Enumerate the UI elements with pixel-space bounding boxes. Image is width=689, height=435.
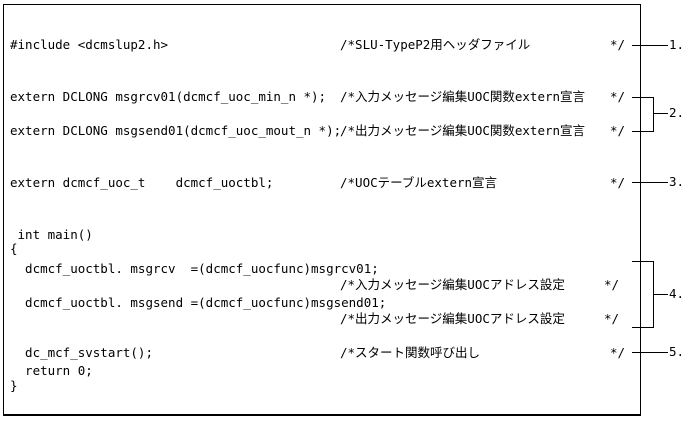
callout-line-5 bbox=[632, 352, 668, 353]
code-line-extern-msgsend: extern DCLONG msgsend01(dcmcf_uoc_mout_n… bbox=[10, 123, 342, 138]
comment-end-svstart: */ bbox=[610, 345, 626, 360]
code-line-close-brace: } bbox=[10, 378, 18, 393]
callout-line-2 bbox=[653, 113, 668, 114]
code-line-open-brace: { bbox=[10, 241, 18, 256]
comment-end-include: */ bbox=[610, 37, 626, 52]
comment-end-extern-msgsend: */ bbox=[610, 123, 626, 138]
code-line-main: int main() bbox=[10, 227, 93, 242]
code-line-set-msgsend: dcmcf_uoctbl. msgsend =(dcmcf_uocfunc)ms… bbox=[10, 295, 387, 310]
code-line-set-msgrcv: dcmcf_uoctbl. msgrcv =(dcmcf_uocfunc)msg… bbox=[10, 261, 379, 276]
callout-line-3 bbox=[632, 182, 668, 183]
comment-set-msgrcv: /*入力メッセージ編集UOCアドレス設定 bbox=[340, 277, 565, 292]
callout-label-1: 1. bbox=[669, 37, 685, 52]
comment-extern-uoctbl: /*UOCテーブルextern宣言 bbox=[340, 175, 498, 190]
comment-end-set-msgrcv: */ bbox=[604, 277, 620, 292]
callout-label-3: 3. bbox=[669, 174, 685, 189]
callout-line-1 bbox=[632, 45, 668, 46]
comment-set-msgsend: /*出力メッセージ編集UOCアドレス設定 bbox=[340, 311, 565, 326]
comment-svstart: /*スタート関数呼び出し bbox=[340, 345, 481, 360]
code-line-extern-msgrcv: extern DCLONG msgrcv01(dcmcf_uoc_min_n *… bbox=[10, 89, 327, 104]
code-line-include: #include <dcmslup2.h> bbox=[10, 37, 169, 52]
code-line-return: return 0; bbox=[10, 363, 93, 378]
code-line-extern-uoctbl: extern dcmcf_uoc_t dcmcf_uoctbl; bbox=[10, 175, 274, 190]
comment-extern-msgrcv: /*入力メッセージ編集UOC関数extern宣言 bbox=[340, 89, 586, 104]
callout-bracket-4-bottom bbox=[632, 327, 653, 328]
code-line-svstart: dc_mcf_svstart(); bbox=[10, 345, 153, 360]
comment-extern-msgsend: /*出力メッセージ編集UOC関数extern宣言 bbox=[340, 123, 586, 138]
callout-label-2: 2. bbox=[669, 105, 685, 120]
comment-include: /*SLU-TypeP2用ヘッダファイル bbox=[340, 37, 531, 52]
comment-end-extern-msgrcv: */ bbox=[610, 89, 626, 104]
callout-label-5: 5. bbox=[669, 344, 685, 359]
code-listing-box bbox=[3, 4, 641, 416]
callout-line-4 bbox=[653, 294, 668, 295]
comment-end-extern-uoctbl: */ bbox=[610, 175, 626, 190]
callout-label-4: 4. bbox=[669, 286, 685, 301]
callout-bracket-4-top bbox=[632, 261, 653, 262]
comment-end-set-msgsend: */ bbox=[604, 311, 620, 326]
callout-bracket-2-top bbox=[632, 97, 653, 98]
callout-bracket-2-bottom bbox=[632, 131, 653, 132]
callout-bracket-2-vertical bbox=[653, 97, 654, 132]
